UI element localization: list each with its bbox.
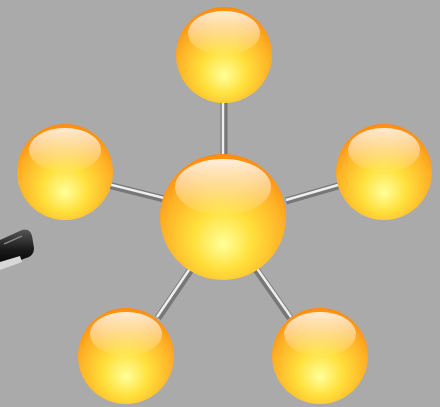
sphere-node-top (176, 7, 272, 103)
sphere-node-right (336, 124, 432, 220)
sphere-node-bottom-left (78, 308, 174, 404)
sphere-hub-center (160, 154, 286, 280)
rod-right (285, 182, 339, 205)
connector-rods (107, 100, 339, 321)
rod-top (220, 100, 228, 160)
rod-bottom-left (155, 266, 195, 320)
sphere-node-bottom-right (272, 308, 368, 404)
sphere-node-left (17, 124, 113, 220)
rod-left (107, 181, 169, 204)
rod-bottom-right (252, 265, 293, 321)
cable-end-icon (0, 229, 34, 270)
